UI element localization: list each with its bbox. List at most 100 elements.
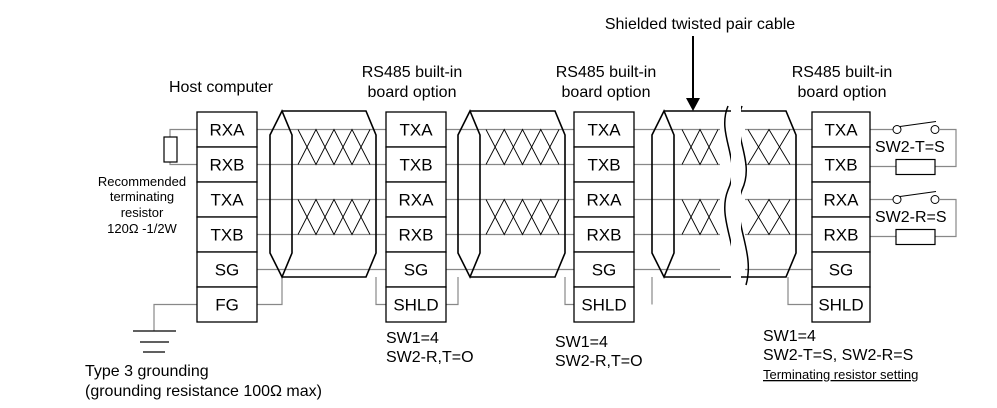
board2-terminal-label: SHLD [581,296,626,315]
switch-contact-icon [892,195,902,204]
board1-terminal-rxb [385,216,447,253]
board3-terminal-label: RXA [824,191,860,210]
cable-shield [282,110,377,278]
cable-title: Shielded twisted pair cable [605,16,795,33]
cable-shield [664,110,797,278]
wire [787,277,812,306]
board1-terminal-label: TXB [399,156,432,175]
board2-terminal-label: TXA [587,121,621,140]
grounding-2: (grounding resistance 100Ω max) [85,383,322,400]
board2-label-2: board option [562,84,651,101]
switch-lever-icon [899,121,937,127]
board1-setting-1: SW1=4 [386,330,439,347]
cable-shield-end [651,109,675,279]
board3-terminal-sg [811,251,871,288]
board1-setting-2: SW2-R,T=O [386,349,474,366]
cable-shield-end [457,109,481,279]
wire [257,277,283,306]
board2-setting-1: SW1=4 [555,334,608,351]
twisted-wire [747,129,791,166]
board1-terminal-txa [385,111,447,148]
twisted-wire [747,199,791,236]
twisted-wire [681,128,719,165]
wire [153,303,197,331]
board3-terminal-rxa [811,181,871,218]
resistor-icon [895,158,936,176]
wires [133,121,957,353]
host-terminal-txb [196,216,258,253]
cable-shield [470,110,566,278]
cables [269,36,797,287]
board3-terminal-label: RXB [824,226,859,245]
twisted-wire [485,128,560,166]
switch-contact-icon [930,195,940,204]
board1-label-2: board option [368,84,457,101]
twisted-wire [681,199,719,236]
resistor-note-3: resistor [121,205,164,220]
board2-label-1: RS485 built-in [556,64,657,81]
host-terminal-rxb [196,146,258,183]
twisted-wire [747,198,791,235]
host-label: Host computer [169,79,274,96]
board3-terminal-label: TXB [824,156,857,175]
board1-terminal-label: RXA [399,191,435,210]
board1-terminal-sg [385,251,447,288]
board3-terminal-label: SHLD [818,296,863,315]
board2-terminal-rxa [573,181,635,218]
wire [169,128,197,137]
twisted-wire [297,128,371,166]
board3-terminal-rxb [811,216,871,253]
host-terminal-txa [196,181,258,218]
wire [375,277,386,306]
twisted-wire [747,128,791,165]
host-terminal-label: TXB [210,226,243,245]
cable-shield-end [269,109,293,279]
board1-terminal-label: SG [404,261,429,280]
break-gap [731,104,741,287]
board2-terminal-label: RXA [587,191,623,210]
switch-t-label: SW2-T=S [875,139,945,156]
twisted-wire [297,128,371,166]
board3-terminal-txa [811,111,871,148]
board2-terminal-shld [573,286,635,323]
terminal-blocks: RXARXBTXATXBSGFGTXATXBRXARXBSGSHLDTXATXB… [196,111,871,323]
switch-lever-icon [899,191,937,197]
twisted-wire [485,198,560,236]
board2-terminal-txa [573,111,635,148]
board1-terminal-label: SHLD [393,296,438,315]
board1-terminal-rxa [385,181,447,218]
switch-contact-icon [930,125,940,134]
board2-terminal-label: RXB [587,226,622,245]
board3-terminal-label: TXA [824,121,858,140]
resistor-icon [163,136,178,163]
twisted-wire [485,198,560,236]
wire [446,277,459,306]
host-terminal-label: RXB [210,156,245,175]
host-terminal-label: RXA [210,121,246,140]
host-terminal-label: SG [215,261,240,280]
wire [564,277,574,306]
twisted-wire [297,198,371,236]
board2-terminal-label: TXB [587,156,620,175]
resistor-note-1: Recommended [98,174,186,189]
board1-terminal-shld [385,286,447,323]
board1-terminal-txb [385,146,447,183]
resistor-note-4: 120Ω -1/2W [107,221,177,236]
resistor-icon [895,228,936,246]
host-terminal-label: FG [215,296,239,315]
wire [935,198,957,238]
board3-label-1: RS485 built-in [792,64,893,81]
wire [935,128,957,168]
grounding-1: Type 3 grounding [85,363,209,380]
twisted-wire [297,198,371,236]
arrow-head-icon [686,98,700,111]
board3-label-2: board option [798,84,887,101]
twisted-wire [681,129,719,166]
board1-label-1: RS485 built-in [362,64,463,81]
host-terminal-fg [196,286,258,323]
board3-setting-1: SW1=4 [763,328,816,345]
board2-setting-2: SW2-R,T=O [555,353,643,370]
switch-r-label: SW2-R=S [875,209,947,226]
